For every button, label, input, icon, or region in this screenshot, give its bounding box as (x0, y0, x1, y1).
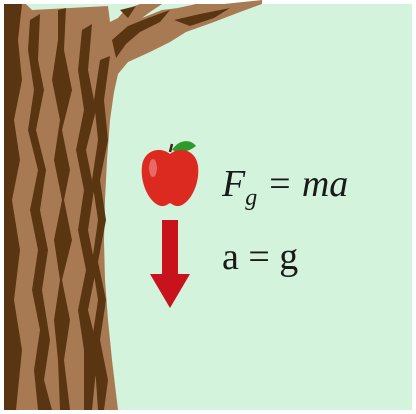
apple-stem (168, 143, 174, 153)
apple-leaf (172, 141, 196, 153)
bark-texture (4, 4, 230, 410)
gravity-force-equation: Fg = ma (222, 163, 349, 210)
apple-icon (141, 141, 199, 207)
tree-trunk-icon (4, 0, 262, 410)
down-arrow-icon (150, 220, 190, 308)
apple-body (141, 150, 199, 207)
force-rhs: = ma (257, 163, 349, 205)
arrow-shape (150, 220, 190, 308)
apple-highlight (149, 159, 157, 177)
force-subscript: g (245, 185, 258, 211)
acceleration-equation: a = g (222, 236, 299, 278)
force-symbol: F (222, 163, 246, 205)
